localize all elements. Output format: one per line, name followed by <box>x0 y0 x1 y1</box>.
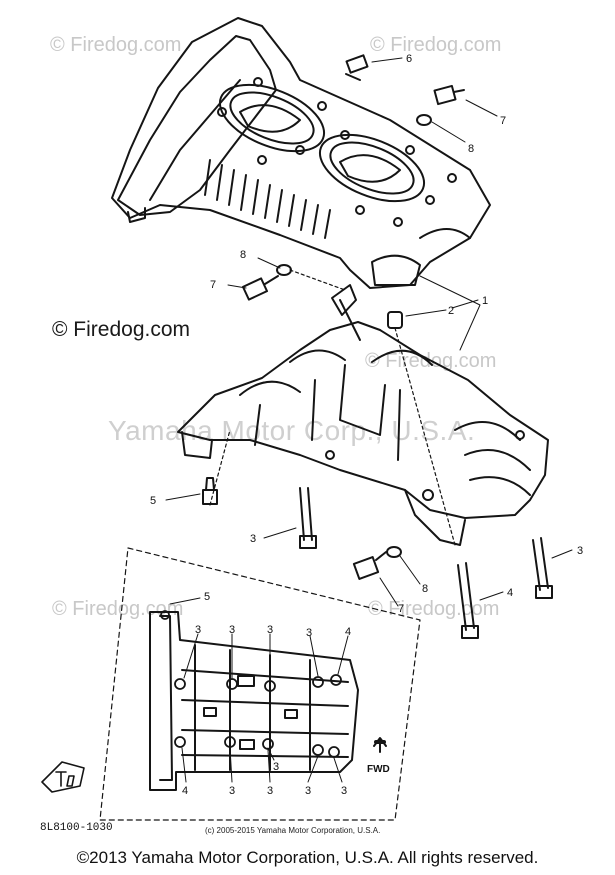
fwd-arrow-icon <box>373 737 387 753</box>
inset-callout-4b: 4 <box>182 785 188 797</box>
watermark-firedog-top-right: © Firedog.com <box>370 34 502 56</box>
callout-3-left: 3 <box>250 533 256 545</box>
callout-8-left: 8 <box>240 249 246 261</box>
inset-callout-3d: 3 <box>306 627 312 639</box>
fwd-label: FWD <box>367 764 390 775</box>
inset-callout-3c: 3 <box>267 624 273 636</box>
footer-copyright: ©2013 Yamaha Motor Corporation, U.S.A. A… <box>76 848 539 867</box>
callout-6: 6 <box>406 53 412 65</box>
inset-callout-3e: 3 <box>229 785 235 797</box>
watermark-firedog-top-left: © Firedog.com <box>50 34 182 56</box>
callout-7-left: 7 <box>210 279 216 291</box>
inset-callout-3a: 3 <box>195 624 201 636</box>
fasteners <box>202 84 553 639</box>
watermark-yamaha-center: Yamaha Motor Corp., U.S.A. <box>108 415 476 446</box>
callout-4-lower: 4 <box>507 587 513 599</box>
inset-callout-7: 3 <box>273 761 279 773</box>
inset-callout-3g: 3 <box>305 785 311 797</box>
watermark-firedog-bottom-right: © Firedog.com <box>368 598 500 620</box>
inset-callout-4a: 4 <box>345 626 351 638</box>
watermark-firedog-left: © Firedog.com <box>52 318 191 341</box>
callout-1: 1 <box>482 295 488 307</box>
inset-callout-3b: 3 <box>229 624 235 636</box>
lower-crankcase <box>177 284 549 546</box>
callout-5: 5 <box>150 495 156 507</box>
callout-7-top: 7 <box>500 115 506 127</box>
part-number: 8L8100-1030 <box>40 822 113 834</box>
callout-7-lower: 7 <box>398 603 404 615</box>
callout-labels: 6 7 8 8 7 2 1 5 3 8 3 7 4 <box>150 53 583 615</box>
small-copyright: (c) 2005-2015 Yamaha Motor Corporation, … <box>205 826 381 835</box>
inset-callout-3f: 3 <box>267 785 273 797</box>
callout-8-lower: 8 <box>422 583 428 595</box>
fwd-badge-icon <box>41 761 85 793</box>
inset-callout-3h: 3 <box>341 785 347 797</box>
leader-lines <box>165 57 573 607</box>
callout-8-top: 8 <box>468 143 474 155</box>
callout-3-right: 3 <box>577 545 583 557</box>
inset-bottom-view: 5 3 3 3 3 4 4 3 3 3 3 3 <box>99 547 421 821</box>
callout-2: 2 <box>448 305 454 317</box>
upper-crankcase <box>111 17 491 289</box>
inset-callout-5: 5 <box>204 591 210 603</box>
